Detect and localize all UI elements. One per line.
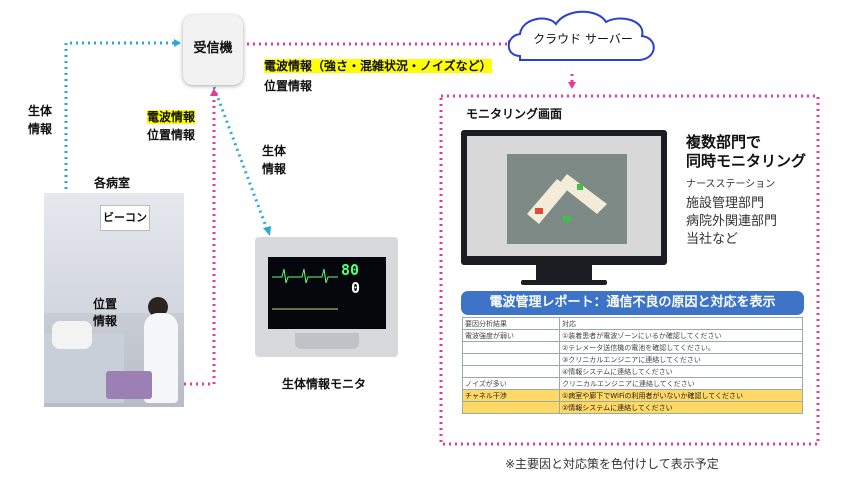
patient-room-photo <box>44 193 184 407</box>
arrow-to-receiver-icon <box>174 39 181 47</box>
vital-info-line-monitor <box>212 86 270 233</box>
vital-info-label-monitor-2: 情報 <box>262 162 287 176</box>
department-nurse-station: ナースステーション <box>686 179 776 190</box>
vital-info-label-left-1: 生体 <box>28 104 53 118</box>
report-banner: 電波管理レポート：通信不良の原因と対応を表示 <box>461 291 804 315</box>
patient-image <box>52 321 92 349</box>
report-header-row: 要因分析結果 対応 <box>462 317 803 330</box>
vital-signs-monitor: 80 0 <box>255 237 398 357</box>
beacon-radio-info-label: 電波情報 <box>147 110 196 124</box>
report-header-action: 対応 <box>559 317 803 330</box>
second-vital-value: 0 <box>351 279 361 297</box>
monitoring-box <box>439 94 820 446</box>
room-position-label-1: 位置 <box>93 297 118 311</box>
beacon-position-info-label: 位置情報 <box>147 128 196 142</box>
monitoring-title: モニタリング画面 <box>466 107 563 121</box>
vital-monitor-screen <box>268 257 386 329</box>
table-row: ②情報システムに連絡してください <box>462 401 803 414</box>
department-external: 病院外関連部門 <box>686 214 778 229</box>
arrow-to-monitor-icon <box>263 226 271 236</box>
vital-info-label-left-2: 情報 <box>28 122 53 136</box>
report-action-cell: ①装着患者が電波ゾーンにいるか確認してください <box>559 329 803 342</box>
vital-info-line-left <box>64 41 179 345</box>
vital-monitor-caption: 生体情報モニタ <box>282 377 367 391</box>
arrow-to-monitoring-icon <box>568 82 576 89</box>
report-cause-cell: ノイズが多い <box>462 377 560 390</box>
monitoring-heading-1: 複数部門で <box>686 133 762 151</box>
position-info-label: 位置情報 <box>264 79 313 93</box>
monitoring-pc-display <box>461 130 667 285</box>
table-row: ノイズが多いクリニカルエンジニアに連絡してください <box>462 377 803 390</box>
report-action-cell: クリニカルエンジニアに連絡してください <box>559 377 803 390</box>
monitoring-screen <box>467 136 661 256</box>
floor-map-image <box>507 154 627 244</box>
report-action-cell: ②情報システムに連絡してください <box>559 401 803 414</box>
cloud-icon <box>507 10 655 61</box>
beacon-label: ビーコン <box>100 205 150 231</box>
report-header-cause: 要因分析結果 <box>462 317 560 330</box>
report-cause-cell <box>462 401 560 414</box>
cart-image <box>106 371 152 399</box>
monitoring-heading-2: 同時モニタリング <box>686 152 807 170</box>
arrow-up-receiver-icon <box>210 88 218 96</box>
report-cause-cell: 電波強度が弱い <box>462 329 560 342</box>
report-action-cell: ①病室や廊下でWiFiの利用者がいないか確認してください <box>559 389 803 402</box>
room-title: 各病室 <box>94 176 131 190</box>
table-row: ③クリニカルエンジニアに連絡してください <box>462 353 803 366</box>
nurse-head-image <box>148 297 168 317</box>
report-action-cell: ③クリニカルエンジニアに連絡してください <box>559 353 803 366</box>
footnote: ※主要因と対応策を色付けして表示予定 <box>505 457 719 471</box>
table-row: ②テレメータ送信機の電池を確認してください。 <box>462 341 803 354</box>
report-cause-cell: チャネル干渉 <box>462 389 560 402</box>
report-cause-cell <box>462 353 560 366</box>
vital-info-label-monitor-1: 生体 <box>262 144 287 158</box>
report-action-cell: ②テレメータ送信機の電池を確認してください。 <box>559 341 803 354</box>
cloud-server-label: クラウド サーバー <box>533 32 633 46</box>
ecg-waveform <box>272 268 338 310</box>
receiver-device: 受信機 <box>183 15 243 85</box>
report-action-cell: ④情報システムに連絡してください <box>559 365 803 378</box>
receiver-label: 受信機 <box>193 41 233 56</box>
radio-info-label: 電波情報（強さ・混雑状況・ノイズなど） <box>264 59 492 73</box>
table-row: ④情報システムに連絡してください <box>462 365 803 378</box>
department-company: 当社など <box>686 232 739 247</box>
heart-rate-value: 80 <box>341 261 360 279</box>
room-position-label-2: 情報 <box>93 314 118 328</box>
department-facility: 施設管理部門 <box>686 196 765 211</box>
report-cause-cell <box>462 341 560 354</box>
report-cause-cell <box>462 365 560 378</box>
